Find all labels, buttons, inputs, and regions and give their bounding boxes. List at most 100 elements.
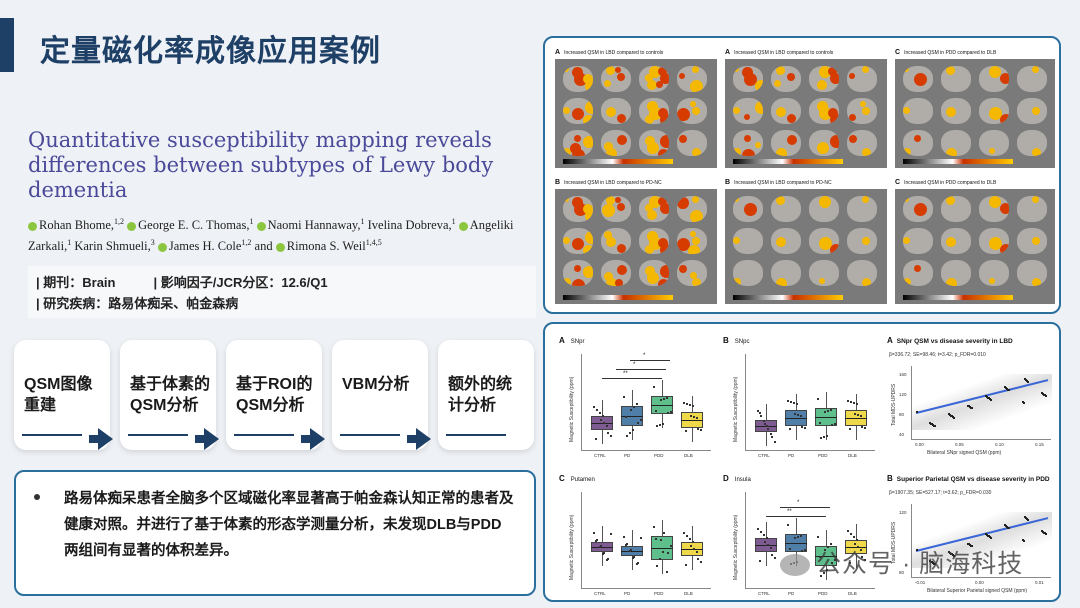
brain-slice: [563, 130, 593, 156]
paper-title: Quantitative susceptibility mapping reve…: [28, 128, 494, 202]
data-point: [659, 558, 661, 560]
brain-slice: [639, 130, 669, 156]
orcid-icon: [458, 221, 468, 231]
data-point: [662, 423, 664, 425]
activation-blob: [690, 210, 703, 222]
data-point: [985, 395, 987, 398]
data-point: [655, 410, 657, 412]
author-name: Angeliki Zarkali,: [28, 218, 514, 254]
x-tick-label: PD: [624, 453, 631, 458]
data-point: [948, 413, 950, 416]
panel-letter: B: [723, 336, 729, 345]
data-point: [988, 397, 990, 400]
data-point: [930, 560, 932, 563]
data-point: [819, 556, 821, 558]
data-point: [770, 433, 772, 435]
data-point: [662, 551, 664, 553]
data-point: [599, 412, 601, 414]
data-point: [686, 403, 688, 405]
y-axis-label: Magnetic Susceptibility (ppm): [733, 376, 739, 442]
data-point: [690, 545, 692, 547]
data-point: [931, 561, 933, 564]
brain-slice: [733, 130, 763, 156]
activation-blob: [690, 101, 696, 107]
activation-blob: [817, 80, 827, 90]
x-tick-label: DLB: [684, 453, 693, 458]
wechat-icon: [780, 554, 810, 577]
data-point: [636, 403, 638, 405]
activation-blob: [819, 237, 832, 250]
data-point: [801, 550, 803, 552]
data-point: [861, 426, 863, 428]
median-line: [815, 556, 837, 557]
significance-label: *: [643, 353, 646, 359]
author-name: Rimona S. Weil: [286, 239, 366, 254]
data-point: [630, 549, 632, 551]
activation-blob: [946, 148, 957, 156]
step-label-line2: QSM分析: [236, 397, 305, 414]
orcid-icon: [157, 242, 167, 252]
activation-blob: [574, 265, 581, 272]
median-line: [845, 547, 867, 548]
data-point: [603, 552, 605, 554]
brain-slice: [639, 98, 669, 124]
activation-blob: [744, 114, 750, 120]
x-tick-label: -0.01: [915, 580, 926, 585]
activation-blob: [742, 67, 753, 78]
step-label: 额外的统计分析: [448, 374, 512, 416]
author-name: Ivelina Dobreva,: [367, 218, 452, 233]
activation-blob: [615, 279, 623, 286]
data-point: [853, 536, 855, 538]
significance-label: **: [787, 509, 792, 515]
brain-slice: [677, 98, 707, 124]
data-point: [849, 428, 851, 430]
activation-blob: [645, 136, 655, 146]
brain-slice: [771, 260, 801, 286]
activation-blob: [776, 66, 785, 75]
y-tick-label: 80: [899, 412, 905, 417]
activation-blob: [647, 210, 657, 220]
data-point: [1006, 387, 1008, 390]
brain-slice: [1017, 130, 1047, 156]
y-axis: [581, 492, 582, 588]
data-point: [1044, 394, 1046, 397]
activation-blob: [776, 237, 786, 247]
data-point: [847, 400, 849, 402]
data-point: [1043, 531, 1045, 534]
data-point: [1045, 395, 1047, 398]
brain-slice: [979, 98, 1009, 124]
regression-stats: β=1907.35; SE=527.17; t=3.62; p_FDR=0.03…: [889, 490, 992, 496]
activation-blob: [692, 66, 699, 73]
activation-blob: [989, 66, 1001, 78]
activation-blob: [787, 114, 796, 123]
data-point: [766, 425, 768, 427]
x-tick-label: CTRL: [758, 453, 770, 458]
activation-blob: [903, 237, 910, 244]
orcid-icon: [28, 221, 37, 231]
x-axis-label: Bilateral SNpr signed QSM (ppm): [927, 450, 1002, 456]
data-point: [637, 562, 639, 564]
brain-slice: [809, 66, 839, 92]
brain-slice: [847, 66, 877, 92]
x-axis: [581, 588, 711, 589]
author: and: [255, 239, 276, 253]
y-tick-label: 80: [899, 570, 905, 575]
data-point: [951, 553, 953, 556]
data-point: [700, 429, 702, 431]
brain-slice: [1017, 98, 1047, 124]
activation-blob: [819, 196, 831, 208]
activation-blob: [946, 107, 956, 117]
activation-blob: [744, 135, 751, 142]
significance-label: *: [797, 500, 800, 506]
data-point: [625, 544, 627, 546]
data-point: [916, 410, 918, 413]
activation-blob: [744, 203, 757, 216]
data-point: [1007, 388, 1009, 391]
data-point: [970, 544, 972, 547]
arrow-right-icon: [301, 428, 325, 450]
